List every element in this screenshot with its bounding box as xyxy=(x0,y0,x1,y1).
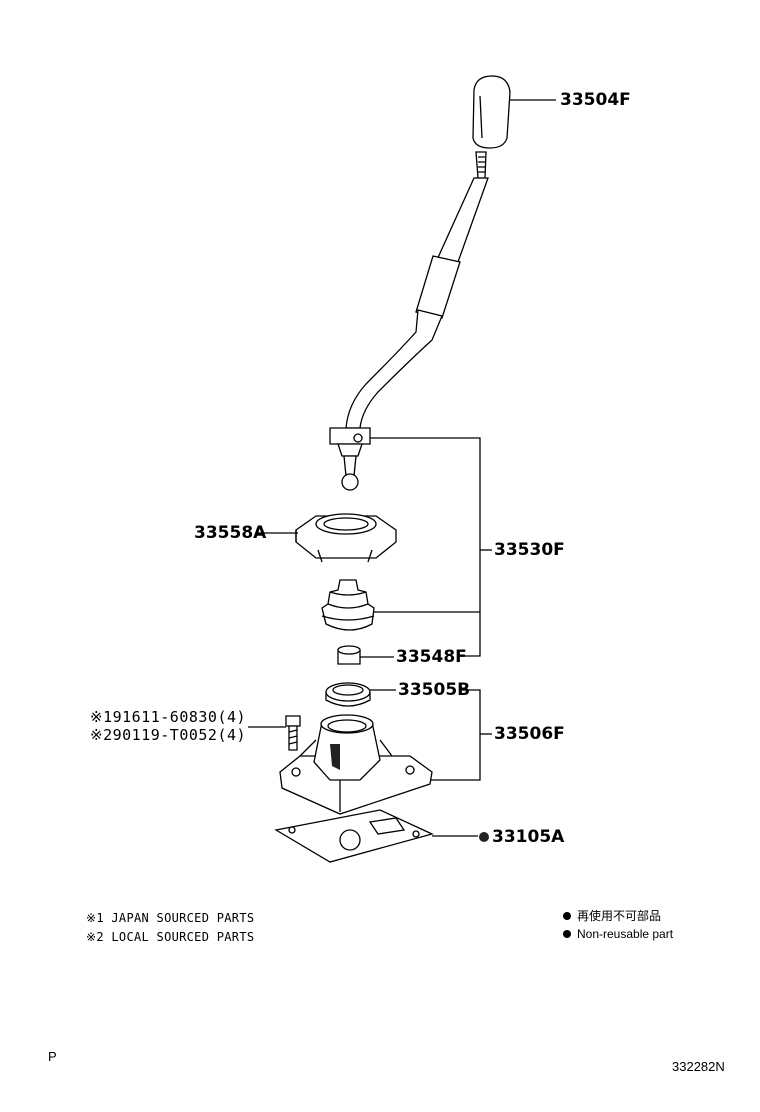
page-marker: P xyxy=(48,1049,57,1064)
bolt-label-local[interactable]: ※290119-T0052(4) xyxy=(90,726,247,744)
bolt-part xyxy=(285,715,301,751)
bolt-label-japan[interactable]: ※191611-60830(4) xyxy=(90,708,247,726)
boot-part xyxy=(321,579,375,631)
callout-33105A[interactable]: 33105A xyxy=(492,827,565,847)
legend-text-jp: 再使用不可部品 xyxy=(577,909,662,923)
callout-33506F[interactable]: 33506F xyxy=(494,724,565,744)
callout-33548F[interactable]: 33548F xyxy=(396,647,467,667)
non-reusable-mark xyxy=(479,832,489,842)
housing-part xyxy=(279,714,433,815)
note-local-sourced: ※2 LOCAL SOURCED PARTS xyxy=(86,930,255,944)
callout-33504F[interactable]: 33504F xyxy=(560,90,631,110)
legend-dot-icon xyxy=(563,930,571,938)
illustration-id: 332282N xyxy=(672,1059,725,1074)
legend-non-reusable-jp: 再使用不可部品 xyxy=(563,910,661,922)
legend-text-en: Non-reusable part xyxy=(577,927,674,941)
legend-dot-icon xyxy=(563,912,571,920)
legend-non-reusable-en: Non-reusable part xyxy=(563,928,673,940)
bracket-33506F xyxy=(430,689,481,781)
shift-knob-part xyxy=(472,75,511,149)
callout-33558A[interactable]: 33558A xyxy=(194,523,267,543)
note-japan-sourced: ※1 JAPAN SOURCED PARTS xyxy=(86,911,255,925)
seat-part xyxy=(325,682,371,707)
shift-lever-part xyxy=(329,151,489,491)
bracket-33530F xyxy=(370,437,481,657)
gasket-part xyxy=(274,809,434,863)
callout-33505B[interactable]: 33505B xyxy=(398,680,471,700)
callout-33530F[interactable]: 33530F xyxy=(494,540,565,560)
bushing-part xyxy=(337,645,361,665)
retainer-part xyxy=(295,513,397,563)
